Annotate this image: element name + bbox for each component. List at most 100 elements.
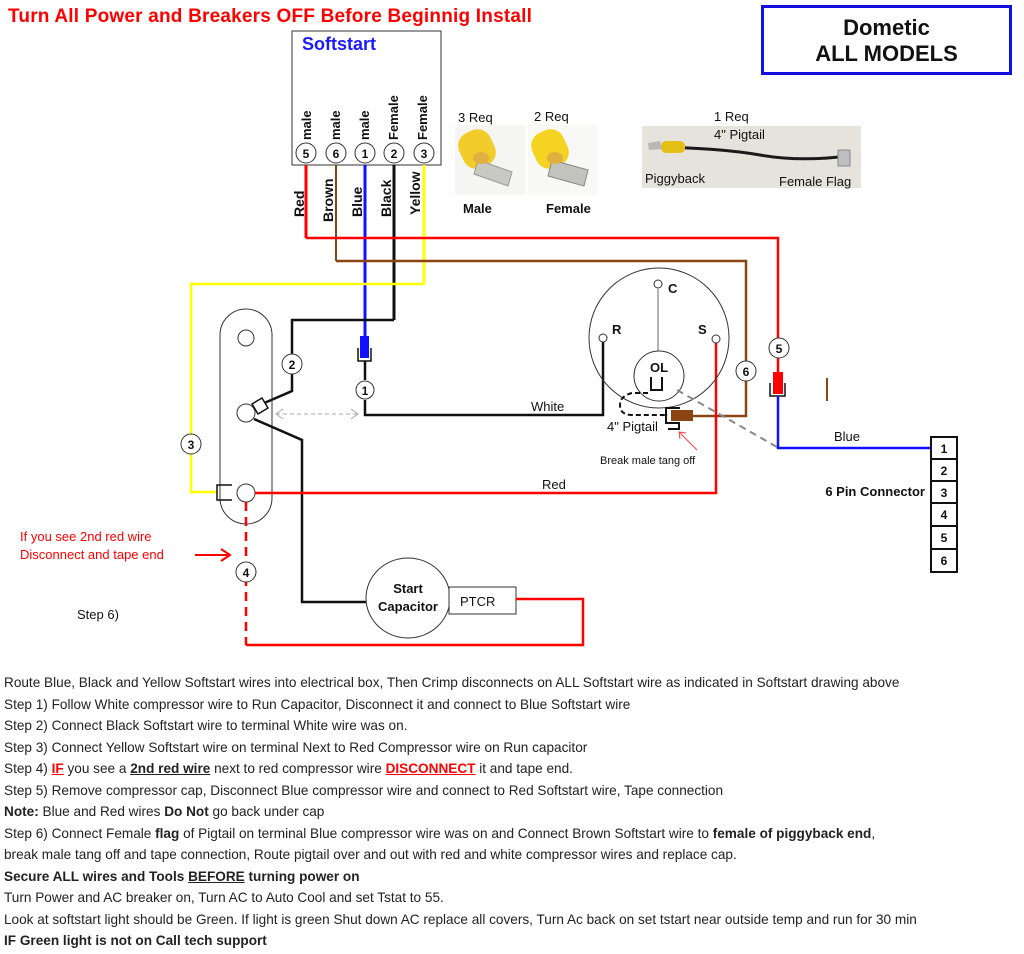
callout-4: 4 bbox=[243, 566, 250, 580]
pin-3-gender: Female bbox=[415, 95, 430, 140]
male-label: Male bbox=[463, 201, 492, 216]
terminal-r-label: R bbox=[612, 322, 622, 337]
instruction-step-4: Step 4) IF you see a 2nd red wire next t… bbox=[4, 761, 573, 776]
start-capacitor bbox=[365, 557, 451, 639]
callout-1: 1 bbox=[362, 384, 369, 398]
connector-title: 6 Pin Connector bbox=[825, 484, 925, 499]
instructions: Route Blue, Black and Yellow Softstart w… bbox=[4, 672, 917, 952]
white-wire-route bbox=[363, 341, 605, 417]
pigtail-diagram-label: 4" Pigtail bbox=[607, 419, 658, 434]
softstart-title: Softstart bbox=[302, 34, 376, 54]
start-cap-wire bbox=[253, 417, 366, 604]
instruction-step-3: Step 3) Connect Yellow Softstart wire on… bbox=[4, 739, 588, 755]
wire-label-red: Red bbox=[291, 191, 307, 217]
instruction-support: IF Green light is not on Call tech suppo… bbox=[4, 933, 267, 948]
instruction-note: Note: Blue and Red wires Do Not go back … bbox=[4, 804, 325, 819]
run-cap-terminal-bottom bbox=[236, 483, 256, 503]
six-pin-connector: 1 2 3 4 5 6 bbox=[930, 436, 958, 573]
second-red-note-1: If you see 2nd red wire bbox=[20, 529, 152, 544]
pin-1-gender: male bbox=[357, 110, 372, 140]
run-cap-terminal-mid bbox=[236, 403, 256, 423]
red-wire-label: Red bbox=[542, 477, 566, 492]
wire-label-black: Black bbox=[378, 179, 394, 217]
callout-5: 5 bbox=[776, 342, 783, 356]
ptcr-label: PTCR bbox=[460, 594, 495, 609]
callout-2: 2 bbox=[289, 358, 296, 372]
connector-pin-6: 6 bbox=[941, 554, 948, 568]
pin-1-number: 1 bbox=[362, 147, 369, 161]
overload bbox=[633, 350, 685, 402]
wiring-diagram: Softstart male male male Female Female 5… bbox=[20, 30, 958, 647]
start-cap-label-1: Start bbox=[393, 581, 423, 596]
pin-6-gender: male bbox=[328, 110, 343, 140]
run-cap-terminal-top bbox=[237, 329, 255, 347]
step4-if: IF bbox=[51, 761, 64, 776]
connector-pin-1: 1 bbox=[941, 442, 948, 456]
pigtail-title: 4" Pigtail bbox=[714, 127, 765, 142]
instruction-step-6: Step 6) Connect Female flag of Pigtail o… bbox=[4, 825, 876, 841]
pigtail-wire bbox=[618, 392, 668, 416]
softstart-pins: 5 6 1 2 3 bbox=[295, 142, 435, 164]
ptcr-box bbox=[448, 586, 517, 615]
connector-pin-5: 5 bbox=[941, 531, 948, 545]
callout-markers: 1 2 3 4 5 6 bbox=[180, 337, 790, 583]
female-req: 2 Req bbox=[534, 109, 569, 124]
male-req: 3 Req bbox=[458, 110, 493, 125]
wire-label-yellow: Yellow bbox=[407, 171, 423, 215]
callout-6: 6 bbox=[743, 365, 750, 379]
red-disconnect bbox=[773, 372, 783, 394]
pin-3-number: 3 bbox=[421, 147, 428, 161]
blue-wire-label: Blue bbox=[834, 429, 860, 444]
pin-2-gender: Female bbox=[386, 95, 401, 140]
step4-disconnect: DISCONNECT bbox=[385, 761, 476, 776]
red-compressor-wire bbox=[255, 343, 718, 495]
brand-models: ALL MODELS bbox=[815, 41, 958, 66]
step6-label: Step 6) bbox=[77, 607, 119, 622]
instruction-step-6-cont: break male tang off and tape connection,… bbox=[4, 847, 737, 862]
terminal-r bbox=[598, 333, 608, 343]
pin-5-gender: male bbox=[299, 110, 314, 140]
connector-pin-2: 2 bbox=[941, 464, 948, 478]
start-cap-label-2: Capacitor bbox=[378, 599, 438, 614]
pin-2-number: 2 bbox=[391, 147, 398, 161]
instruction-intro: Route Blue, Black and Yellow Softstart w… bbox=[4, 675, 900, 690]
instruction-step-5: Step 5) Remove compressor cap, Disconnec… bbox=[4, 782, 724, 798]
instruction-step-1: Step 1) Follow White compressor wire to … bbox=[4, 696, 631, 712]
break-tang-note: Break male tang off bbox=[600, 455, 696, 467]
terminal-c bbox=[653, 279, 663, 289]
callout-3: 3 bbox=[188, 438, 195, 452]
brown-wire-route bbox=[336, 259, 748, 418]
wire-label-brown: Brown bbox=[320, 178, 336, 222]
terminal-c-label: C bbox=[668, 281, 678, 296]
compressor bbox=[588, 267, 730, 409]
pigtail-req: 1 Req bbox=[714, 109, 749, 124]
female-connector-icon bbox=[528, 125, 598, 195]
piggyback-terminal bbox=[671, 410, 693, 421]
pin-6-number: 6 bbox=[333, 147, 340, 161]
red-wire-route bbox=[306, 236, 780, 342]
overload-label: OL bbox=[650, 360, 668, 375]
brand-box: Dometic ALL MODELS bbox=[761, 5, 1012, 75]
second-red-note-2: Disconnect and tape end bbox=[20, 547, 164, 562]
pigtail-flag-label: Female Flag bbox=[779, 174, 851, 189]
connector-pin-3: 3 bbox=[941, 486, 948, 500]
terminal-s bbox=[711, 334, 721, 344]
yellow-wire-route bbox=[189, 282, 424, 434]
blue-wire-route bbox=[776, 396, 933, 450]
terminal-s-label: S bbox=[698, 322, 707, 337]
instruction-check-light: Look at softstart light should be Green.… bbox=[4, 911, 917, 927]
wire-label-blue: Blue bbox=[349, 186, 365, 217]
connector-pin-4: 4 bbox=[941, 508, 948, 522]
break-tang-arrow bbox=[678, 431, 698, 451]
step4-second-red: 2nd red wire bbox=[130, 761, 211, 776]
blue-disconnect bbox=[360, 336, 369, 358]
pigtail-photo bbox=[642, 126, 861, 188]
brand-name: Dometic bbox=[843, 15, 930, 40]
female-label: Female bbox=[546, 201, 591, 216]
white-wire-label: White bbox=[531, 399, 564, 414]
instruction-power-on: Turn Power and AC breaker on, Turn AC to… bbox=[4, 890, 444, 905]
pigtail-piggyback-label: Piggyback bbox=[645, 171, 705, 186]
pin-5-number: 5 bbox=[303, 147, 310, 161]
instruction-step-2: Step 2) Connect Black Softstart wire to … bbox=[4, 718, 408, 733]
instruction-secure: Secure ALL wires and Tools BEFORE turnin… bbox=[4, 868, 360, 884]
